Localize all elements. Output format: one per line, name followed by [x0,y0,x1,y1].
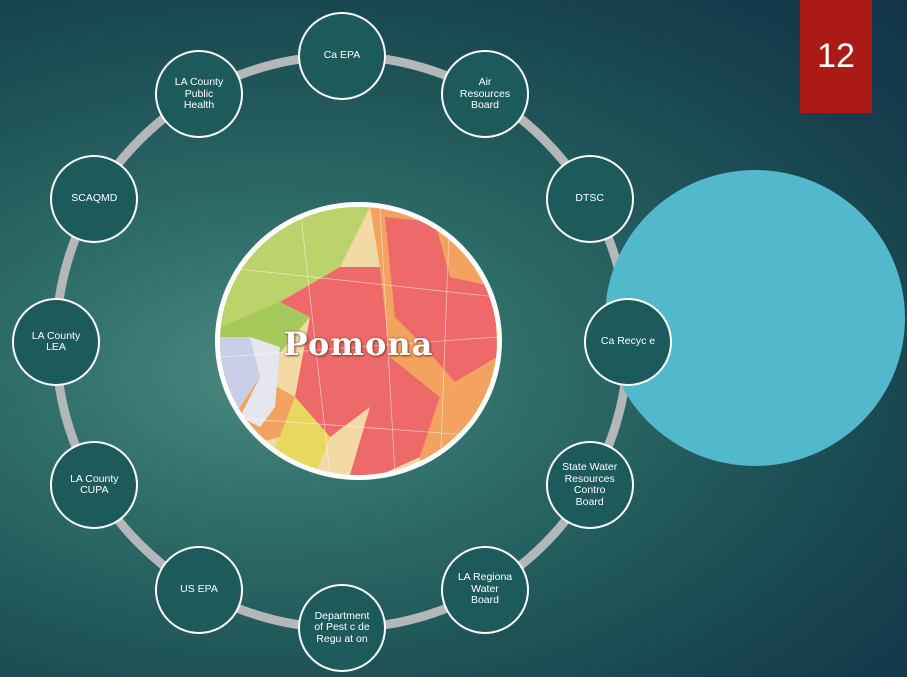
agency-node-la-county-public-health: LA County Public Health [155,50,243,139]
pomona-map-image: Pomona [215,202,502,480]
agency-node-la-county-lea: LA County LEA [12,298,100,386]
agency-node-ca-recycle: Ca Recyc e [584,298,672,386]
agency-node-la-county-cupa: LA County CUPA [50,441,139,529]
slide-number-badge: 12 [800,0,872,113]
agency-node-department-of-pesticide-regulation: Department of Pest c de Regu at on [298,584,386,672]
agency-node-state-water-resources-control-board: State Water Resources Contro Board [545,441,634,529]
agency-node-dtsc: DTSC [545,155,634,243]
agency-node-la-regional-water-board: LA Regiona Water Board [441,545,529,634]
map-graphic [220,207,497,475]
center-city-label: Pomona [283,325,434,363]
agency-node-scaqmd: SCAQMD [50,155,139,243]
agency-node-us-epa: US EPA [155,545,243,634]
agency-node-air-resources-board: Air Resources Board [441,50,529,139]
agency-node-ca-epa: Ca EPA [298,12,386,100]
